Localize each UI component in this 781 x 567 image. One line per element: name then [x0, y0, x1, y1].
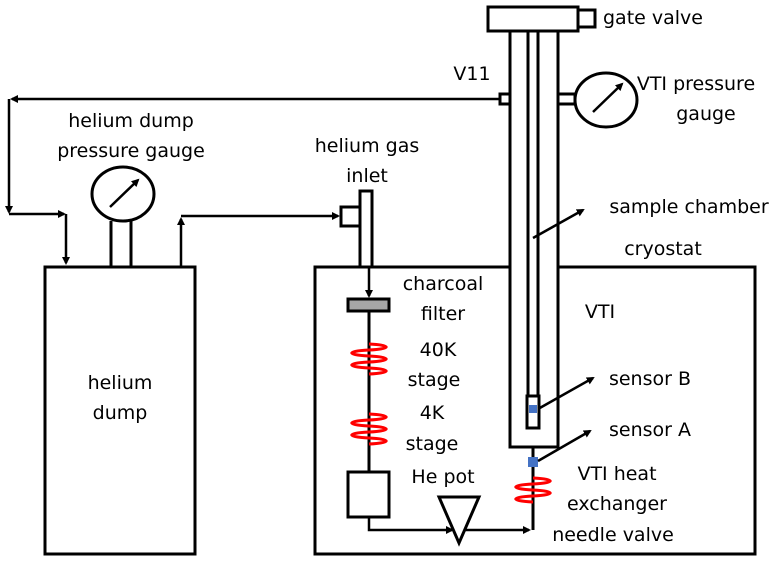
vti-pressure-gauge-label-1: VTI pressure: [637, 73, 755, 95]
helium-dump-pressure-gauge-label-1: helium dump: [68, 110, 194, 132]
vti-heat-exchanger-coil-icon: [514, 476, 552, 504]
pot-to-needle-valve-line: [367, 517, 454, 534]
charcoal-filter: [346, 297, 391, 313]
sensor-a-pointer: [537, 429, 592, 463]
helium-dump-tank: [43, 265, 197, 556]
gauge-needle-icon: [109, 178, 140, 208]
gate-valve: [486, 5, 580, 33]
v11-valve: [498, 92, 512, 106]
stage-40k-label-2: stage: [408, 369, 461, 391]
he-pot: [346, 470, 391, 519]
helium-dump-label-1: helium: [88, 372, 153, 394]
charcoal-filter-label-1: charcoal: [403, 273, 484, 295]
gate-valve-label: gate valve: [603, 7, 703, 29]
charcoal-filter-label-2: filter: [421, 303, 465, 325]
sample-chamber-label: sample chamber: [609, 196, 769, 218]
vti-pressure-gauge-label-2: gauge: [676, 103, 736, 125]
needle-valve-label: needle valve: [552, 524, 674, 546]
vti-label: VTI: [585, 301, 615, 323]
stage-4k-label-2: stage: [406, 433, 459, 455]
helium-dump-label-2: dump: [93, 402, 148, 424]
stage-4k-label-1: 4K: [420, 402, 445, 424]
vti-gauge-connector: [556, 92, 577, 106]
vti-heat-exchanger-label-2: exchanger: [567, 493, 667, 515]
gas-inlet-pipe: [358, 189, 374, 269]
helium-gas-inlet-label-1: helium gas: [315, 135, 419, 157]
stage-40k-coil-icon: [350, 342, 388, 376]
vti-heat-exchanger-label-1: VTI heat: [577, 463, 656, 485]
cryostat-label: cryostat: [624, 238, 702, 260]
sensor-b-icon: [529, 405, 537, 413]
sample-chamber-pointer: [532, 208, 585, 240]
gate-valve-handle: [576, 8, 597, 29]
needle-valve-icon: [436, 495, 482, 547]
sensor-b-label: sensor B: [609, 368, 691, 390]
helium-dump-pressure-gauge-label-2: pressure gauge: [57, 140, 205, 162]
sensor-b-pointer: [537, 376, 595, 411]
he-pot-label: He pot: [411, 466, 474, 488]
v11-label: V11: [453, 63, 490, 85]
vti-gauge-needle-icon: [592, 82, 624, 113]
sensor-a-label: sensor A: [609, 419, 691, 441]
helium-gas-inlet-label-2: inlet: [346, 165, 388, 187]
sensor-a-icon: [528, 457, 538, 467]
stage-40k-label-1: 40K: [420, 339, 457, 361]
gas-inlet-valve: [339, 205, 362, 228]
stage-4k-coil-icon: [350, 412, 388, 446]
